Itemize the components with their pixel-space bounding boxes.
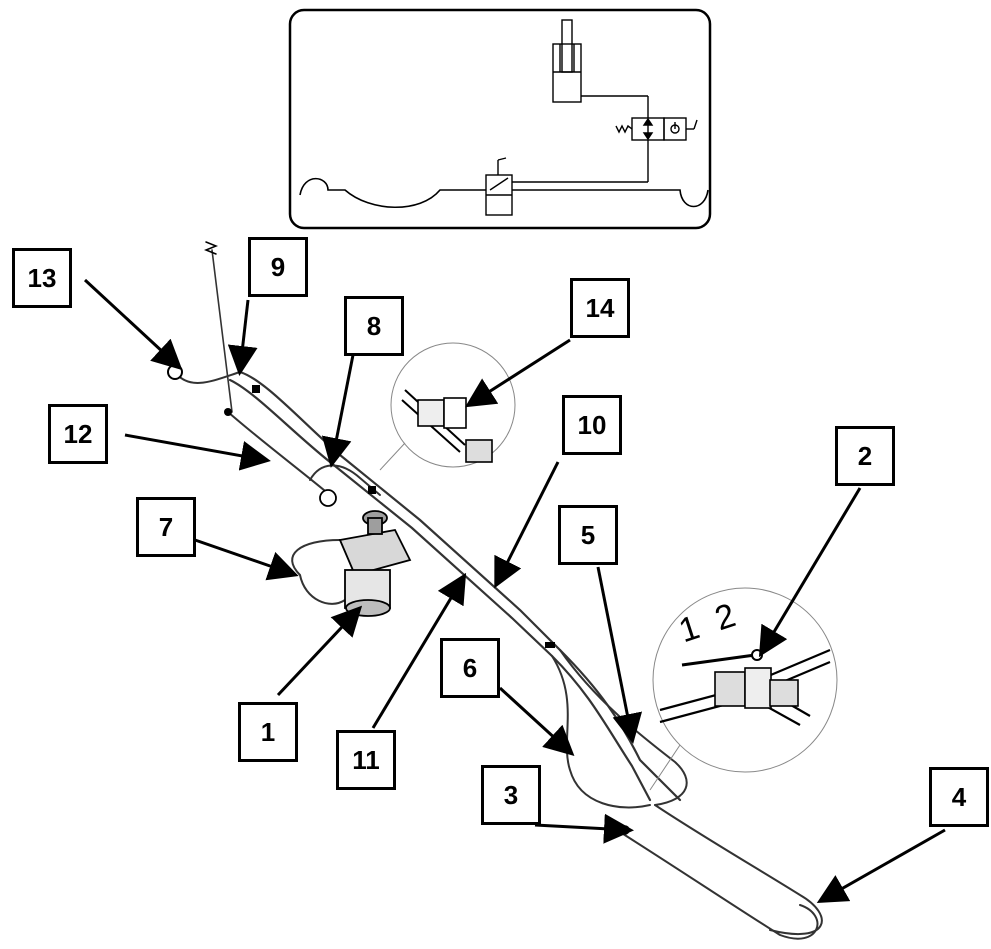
callout-1-label: 1 — [260, 716, 276, 747]
cable-9 — [211, 249, 233, 413]
clamp — [252, 385, 260, 393]
pump-body — [338, 528, 412, 577]
valve-symbol — [615, 117, 698, 182]
schematic-inset — [288, 8, 712, 230]
callout-11: 11 — [336, 730, 396, 790]
callout-13-label: 13 — [27, 262, 57, 293]
schematic-frame — [288, 8, 712, 230]
pump-fitting — [319, 489, 337, 507]
callout-10: 10 — [562, 395, 622, 455]
callout-3-label: 3 — [503, 779, 519, 810]
leader-7 — [194, 538, 299, 581]
callout-8-label: 8 — [366, 310, 382, 341]
valve-port-2: 2 — [710, 596, 740, 638]
callout-9: 9 — [248, 237, 308, 297]
callout-9-label: 9 — [270, 251, 286, 282]
line-3 — [619, 831, 819, 940]
callout-12-label: 12 — [63, 418, 93, 449]
detail-circle-2 — [649, 587, 838, 791]
leader-6 — [498, 686, 575, 757]
leader-1 — [276, 605, 363, 697]
callout-6-label: 6 — [462, 652, 478, 683]
leader-13 — [83, 278, 183, 371]
clamp — [545, 642, 555, 648]
fitting — [224, 408, 232, 416]
tank-valve-symbol — [485, 157, 648, 216]
leader-5 — [596, 566, 643, 744]
callout-2-label: 2 — [857, 440, 873, 471]
fitting-13 — [167, 364, 183, 380]
callout-4: 4 — [929, 767, 989, 827]
leader-3 — [534, 813, 634, 844]
line-7 — [291, 539, 361, 605]
leader-10 — [494, 461, 560, 589]
clamp — [368, 486, 376, 494]
callout-10-label: 10 — [577, 409, 607, 440]
detail-circle-14 — [379, 342, 516, 471]
leader-2 — [758, 487, 862, 658]
callout-7-label: 7 — [158, 511, 174, 542]
callout-6: 6 — [440, 638, 500, 698]
valve-port-1: 1 — [674, 608, 704, 650]
leader-11 — [371, 572, 467, 729]
valve-handle — [681, 653, 756, 667]
callout-3: 3 — [481, 765, 541, 825]
leader-9 — [227, 299, 258, 376]
callout-2: 2 — [835, 426, 895, 486]
callout-14: 14 — [570, 278, 630, 338]
callout-13: 13 — [12, 248, 72, 308]
main-line-lower — [228, 378, 652, 802]
line-4 — [654, 804, 823, 936]
leader-12 — [124, 433, 271, 471]
leader-4 — [816, 828, 946, 903]
callout-8: 8 — [344, 296, 404, 356]
callout-5: 5 — [558, 505, 618, 565]
cylinder-symbol — [552, 19, 649, 118]
callout-4-label: 4 — [951, 781, 967, 812]
callout-11-label: 11 — [352, 744, 380, 775]
pump-neck — [367, 517, 383, 535]
leader-14 — [464, 338, 571, 408]
pump-unit — [319, 489, 412, 617]
leader-8 — [321, 354, 355, 468]
leader-arrows — [83, 278, 946, 903]
tank-outline — [299, 177, 486, 208]
callout-7: 7 — [136, 497, 196, 557]
callout-5-label: 5 — [580, 519, 596, 550]
cable-end — [203, 241, 219, 255]
callout-14-label: 14 — [585, 292, 615, 323]
callout-1: 1 — [238, 702, 298, 762]
line-6 — [551, 655, 651, 809]
callout-12: 12 — [48, 404, 108, 464]
line-12 — [227, 411, 331, 496]
tank-outline-right — [512, 189, 709, 208]
